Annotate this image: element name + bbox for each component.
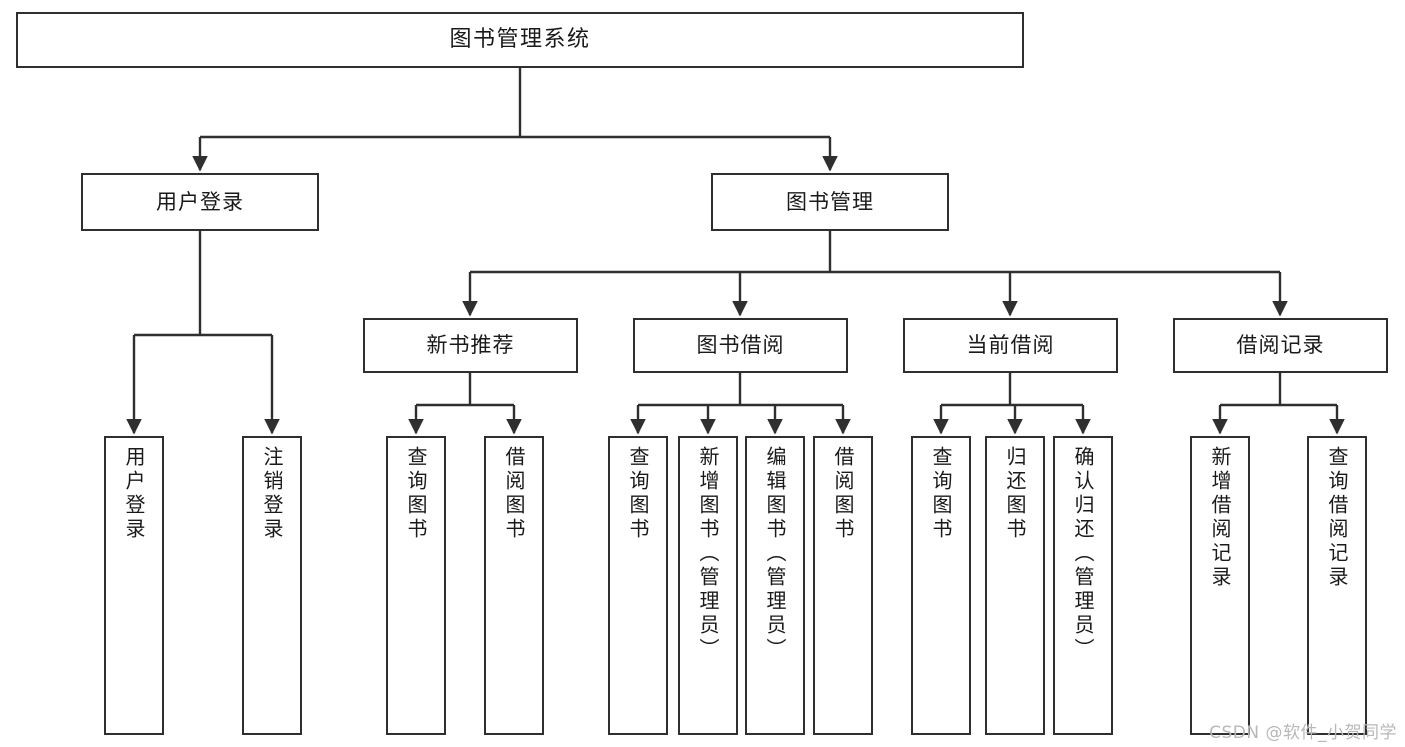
node-new-book-recommend[interactable]: 新书推荐 <box>363 318 578 373</box>
node-leaf-borrow-book-recommend[interactable]: 借阅图书 <box>484 436 544 735</box>
node-leaf-confirm-return-admin-label: 确认归还（管理员） <box>1071 446 1095 662</box>
node-leaf-borrow-book-label: 借阅图书 <box>831 446 855 542</box>
node-leaf-confirm-return-admin[interactable]: 确认归还（管理员） <box>1053 436 1113 735</box>
node-leaf-query-book-current[interactable]: 查询图书 <box>911 436 971 735</box>
node-borrow-record-label: 借阅记录 <box>1236 333 1325 358</box>
node-leaf-borrow-book-recommend-label: 借阅图书 <box>502 446 526 542</box>
node-book-manage-label: 图书管理 <box>786 189 874 214</box>
node-user-login-label: 用户登录 <box>156 189 244 214</box>
node-new-book-recommend-label: 新书推荐 <box>426 333 515 358</box>
node-leaf-query-book-borrow[interactable]: 查询图书 <box>608 436 668 735</box>
node-leaf-return-book-label: 归还图书 <box>1003 446 1027 542</box>
node-leaf-add-book-admin[interactable]: 新增图书（管理员） <box>678 436 738 735</box>
node-borrow-record[interactable]: 借阅记录 <box>1173 318 1388 373</box>
node-leaf-add-borrow-record[interactable]: 新增借阅记录 <box>1190 436 1250 735</box>
node-leaf-user-login[interactable]: 用户登录 <box>104 436 164 735</box>
node-root[interactable]: 图书管理系统 <box>16 12 1024 68</box>
node-leaf-add-book-admin-label: 新增图书（管理员） <box>696 446 720 662</box>
node-leaf-logout-login[interactable]: 注销登录 <box>242 436 302 735</box>
node-leaf-query-book-current-label: 查询图书 <box>929 446 953 542</box>
node-leaf-query-book-borrow-label: 查询图书 <box>626 446 650 542</box>
node-root-label: 图书管理系统 <box>449 27 591 53</box>
node-leaf-query-borrow-record[interactable]: 查询借阅记录 <box>1307 436 1367 735</box>
node-book-borrow-label: 图书借阅 <box>696 333 785 358</box>
node-leaf-logout-login-label: 注销登录 <box>260 446 284 542</box>
node-book-borrow[interactable]: 图书借阅 <box>633 318 848 373</box>
node-leaf-query-book-recommend[interactable]: 查询图书 <box>386 436 446 735</box>
watermark: CSDN @软件_小贺同学 <box>1209 723 1397 743</box>
node-leaf-query-book-recommend-label: 查询图书 <box>404 446 428 542</box>
node-user-login[interactable]: 用户登录 <box>81 173 319 231</box>
node-current-borrow[interactable]: 当前借阅 <box>903 318 1118 373</box>
node-current-borrow-label: 当前借阅 <box>966 333 1055 358</box>
node-leaf-edit-book-admin[interactable]: 编辑图书（管理员） <box>745 436 805 735</box>
node-leaf-user-login-label: 用户登录 <box>122 446 146 542</box>
node-leaf-borrow-book[interactable]: 借阅图书 <box>813 436 873 735</box>
node-leaf-add-borrow-record-label: 新增借阅记录 <box>1208 446 1232 590</box>
node-leaf-return-book[interactable]: 归还图书 <box>985 436 1045 735</box>
node-leaf-edit-book-admin-label: 编辑图书（管理员） <box>763 446 787 662</box>
node-leaf-query-borrow-record-label: 查询借阅记录 <box>1325 446 1349 590</box>
node-book-manage[interactable]: 图书管理 <box>711 173 949 231</box>
